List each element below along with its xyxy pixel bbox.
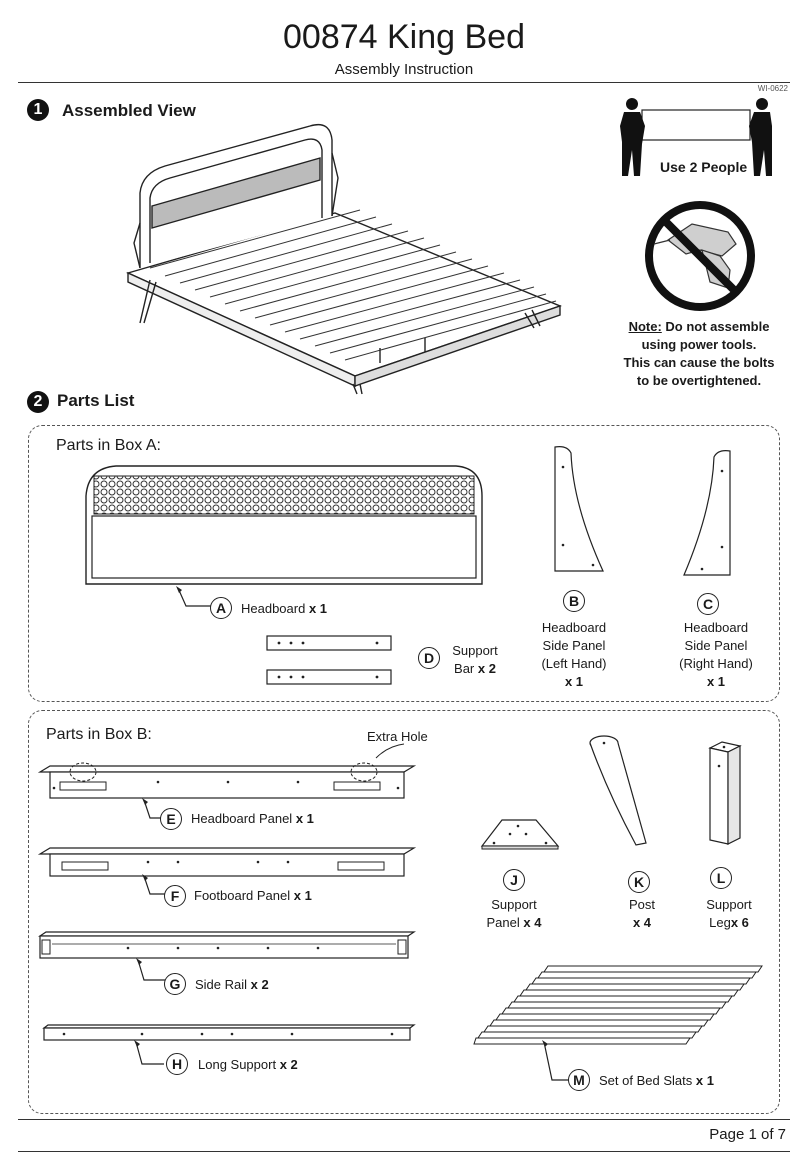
- support-panel-drawing: [480, 819, 560, 850]
- note-line-3: This can cause the bolts: [623, 355, 775, 370]
- part-j-line1: Support: [491, 897, 537, 912]
- part-d-label: Support Bar x 2: [440, 642, 510, 678]
- part-k-line1: Post: [628, 897, 655, 912]
- part-g-qty: x 2: [250, 977, 269, 992]
- headboard-panel-drawing: [37, 762, 417, 799]
- part-k-label: Post x 4: [612, 896, 672, 932]
- part-b-line1: Headboard: [541, 620, 607, 635]
- use-2-people-label: Use 2 People: [660, 159, 748, 175]
- part-l-label: Support Legx 6: [694, 896, 764, 932]
- power-tools-note: Note: Do not assemble using power tools.…: [604, 318, 794, 390]
- footer-rule-bottom: [18, 1151, 790, 1152]
- part-b-line3: (Left Hand): [541, 656, 607, 671]
- footer-rule-top: [18, 1119, 790, 1120]
- part-e-label: Headboard Panel x 1: [191, 811, 314, 826]
- pointer-line-a: [176, 586, 212, 607]
- part-b-letter: B: [563, 590, 585, 612]
- header-rule: [18, 82, 790, 83]
- step-2-number: 2: [27, 391, 49, 413]
- part-j-line2: Panel: [486, 915, 520, 930]
- note-line-4: to be overtightened.: [636, 373, 762, 388]
- note-prefix: Note:: [628, 319, 662, 334]
- pointer-line-m: [542, 1040, 572, 1081]
- note-line-2: using power tools.: [641, 337, 757, 352]
- part-f-qty: x 1: [293, 888, 312, 903]
- part-c-line1: Headboard: [683, 620, 749, 635]
- part-b-label: Headboard Side Panel (Left Hand) x 1: [530, 619, 618, 691]
- pointer-line-h: [134, 1040, 164, 1065]
- post-drawing: [589, 735, 647, 846]
- two-people-icon: [620, 98, 772, 176]
- extra-hole-pointer: [375, 743, 405, 759]
- long-support-drawing: [42, 1024, 416, 1041]
- box-b-panel: [28, 710, 780, 1114]
- part-a-qty: x 1: [308, 601, 328, 616]
- part-l-line1: Support: [706, 897, 752, 912]
- step-1-heading: Assembled View: [62, 101, 196, 120]
- part-j-label: Support Panel x 4: [474, 896, 554, 932]
- part-m-qty: x 1: [695, 1073, 714, 1088]
- footboard-panel-drawing: [37, 847, 417, 877]
- part-f-label: Footboard Panel x 1: [194, 888, 312, 903]
- part-e-name: Headboard Panel: [191, 811, 293, 826]
- part-a-letter: A: [210, 597, 232, 619]
- side-panel-left-drawing: [554, 446, 604, 572]
- pointer-line-g: [136, 958, 166, 981]
- part-g-label: Side Rail x 2: [195, 977, 269, 992]
- part-a-label: Headboard x 1: [241, 601, 327, 616]
- part-f-name: Footboard Panel: [194, 888, 291, 903]
- part-e-letter: E: [160, 808, 182, 830]
- part-m-letter: M: [568, 1069, 590, 1091]
- extra-hole-label: Extra Hole: [367, 729, 428, 744]
- part-c-label: Headboard Side Panel (Right Hand) x 1: [666, 619, 766, 691]
- step-1-number: 1: [27, 99, 49, 121]
- part-b-qty: x 1: [564, 674, 584, 689]
- part-j-qty: x 4: [523, 915, 542, 930]
- part-d-qty: x 2: [477, 661, 496, 676]
- part-k-letter: K: [628, 871, 650, 893]
- part-l-letter: L: [710, 867, 732, 889]
- part-c-letter: C: [697, 593, 719, 615]
- document-title: 00874 King Bed: [283, 18, 525, 56]
- no-power-tools-icon: [645, 201, 755, 311]
- pointer-line-f: [142, 874, 168, 895]
- side-panel-right-drawing: [683, 450, 731, 576]
- side-rail-drawing: [38, 931, 416, 959]
- part-k-qty: x 4: [632, 915, 652, 930]
- part-m-label: Set of Bed Slats x 1: [599, 1073, 714, 1088]
- part-m-name: Set of Bed Slats: [599, 1073, 693, 1088]
- box-a-panel: [28, 425, 780, 702]
- part-j-letter: J: [503, 869, 525, 891]
- part-e-qty: x 1: [295, 811, 314, 826]
- support-bar-drawing: [266, 635, 392, 685]
- part-h-name: Long Support: [198, 1057, 277, 1072]
- part-l-line2: Leg: [709, 915, 731, 930]
- bed-slats-drawing: [473, 965, 763, 1045]
- part-a-name: Headboard: [241, 601, 306, 616]
- note-line-1: Do not assemble: [661, 319, 770, 334]
- assembled-bed-illustration: [125, 123, 562, 395]
- part-c-qty: x 1: [706, 674, 726, 689]
- doc-id: WI-0622: [757, 84, 788, 93]
- support-leg-drawing: [708, 741, 742, 845]
- headboard-drawing: [85, 465, 483, 585]
- part-l-qty: x 6: [730, 915, 749, 930]
- document-subtitle: Assembly Instruction: [334, 61, 474, 78]
- part-g-name: Side Rail: [195, 977, 248, 992]
- page-number: Page 1 of 7: [709, 1126, 786, 1143]
- step-2-heading: Parts List: [57, 391, 135, 410]
- part-b-line2: Side Panel: [542, 638, 606, 653]
- part-h-label: Long Support x 2: [198, 1057, 298, 1072]
- part-d-line1: Support: [452, 643, 498, 658]
- part-g-letter: G: [164, 973, 186, 995]
- part-d-line2: Bar: [454, 661, 475, 676]
- part-d-letter: D: [418, 647, 440, 669]
- part-c-line2: Side Panel: [684, 638, 748, 653]
- box-a-label: Parts in Box A:: [56, 437, 161, 454]
- part-f-letter: F: [164, 885, 186, 907]
- part-h-qty: x 2: [279, 1057, 298, 1072]
- part-h-letter: H: [166, 1053, 188, 1075]
- box-b-label: Parts in Box B:: [46, 726, 152, 743]
- part-c-line3: (Right Hand): [679, 656, 753, 671]
